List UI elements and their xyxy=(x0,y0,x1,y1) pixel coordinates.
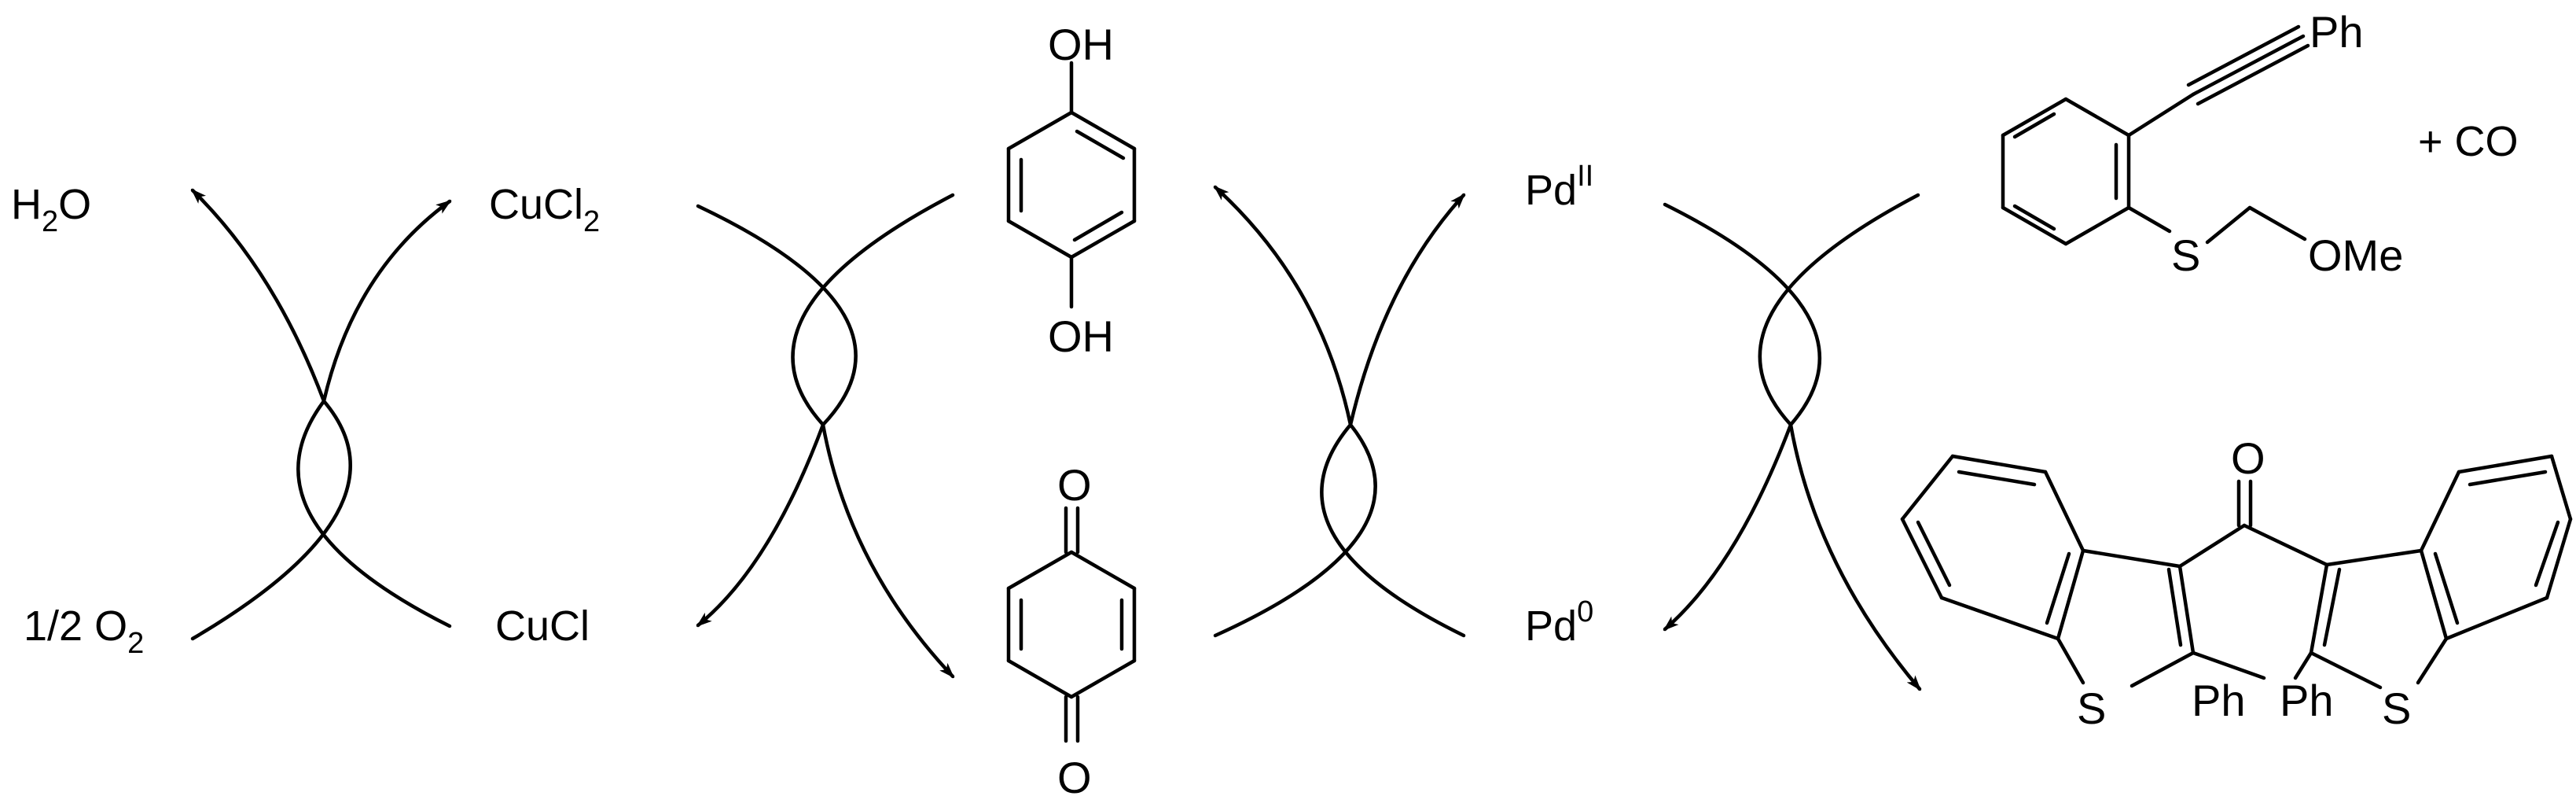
arrow-hydroquinone-to-benzoquinone xyxy=(791,193,955,679)
product-ketone-o: O xyxy=(2231,433,2265,483)
cucl-label: CuCl xyxy=(495,602,590,650)
pd-ii-label: PdII xyxy=(1525,160,1593,214)
arrow-substrate-to-product xyxy=(1758,193,1922,691)
copper-cycle: H2O 1/2 O2 CuCl2 CuCl xyxy=(11,181,600,660)
product-s-right: S xyxy=(2382,684,2411,733)
cucl2-label: CuCl2 xyxy=(489,181,600,238)
plus-co-label: + CO xyxy=(2418,118,2519,165)
water-label: H2O xyxy=(11,181,91,238)
hydroquinone-top-oh: OH xyxy=(1048,20,1114,69)
substrate-s: S xyxy=(2171,230,2200,280)
product-ph-right: Ph xyxy=(2280,676,2334,725)
benzoquinone-structure: O O xyxy=(1006,460,1137,802)
product-s-left: S xyxy=(2077,684,2106,733)
oxygen-label: 1/2 O2 xyxy=(24,602,144,660)
arrow-pd0-to-pdii xyxy=(1320,193,1466,638)
substrate-structure: Ph S OMe + CO xyxy=(2001,7,2519,280)
benzoquinone-bottom-o: O xyxy=(1057,753,1092,802)
palladium-substrate-cycle xyxy=(1663,193,1922,691)
arrow-benzoquinone-to-hydroquinone xyxy=(1213,185,1377,638)
hydroquinone-structure: OH OH xyxy=(1006,20,1137,361)
arrow-cucl2-to-cucl xyxy=(696,204,858,628)
arrow-pdii-to-pd0 xyxy=(1663,202,1821,632)
hydroquinone-bottom-oh: OH xyxy=(1048,311,1114,361)
arrow-cucl-to-cucl2 xyxy=(296,199,452,628)
arrow-o2-to-water xyxy=(190,188,352,641)
benzoquinone-top-o: O xyxy=(1057,460,1092,510)
substrate-ome: OMe xyxy=(2308,230,2403,280)
pd-0-label: Pd0 xyxy=(1525,595,1593,650)
quinone-palladium-cycle: PdII Pd0 xyxy=(1213,160,1593,650)
product-ph-left: Ph xyxy=(2192,676,2246,725)
copper-quinone-cycle xyxy=(696,193,955,679)
substrate-ph: Ph xyxy=(2310,7,2364,57)
product-structure: O S Ph S xyxy=(1900,433,2573,733)
